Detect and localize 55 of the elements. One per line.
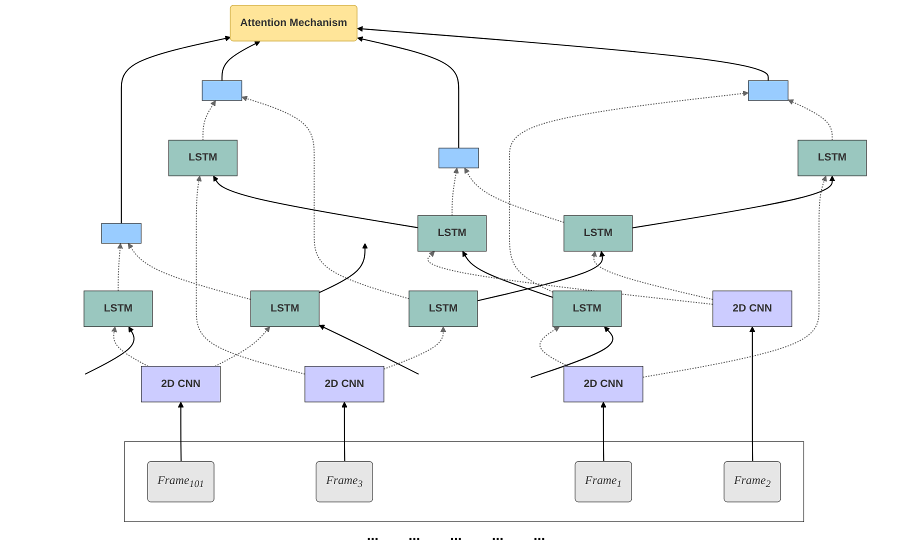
cluster — [124, 441, 804, 522]
arrow — [539, 326, 568, 367]
arrow — [508, 90, 749, 293]
arrow — [196, 176, 306, 375]
arrow — [213, 176, 418, 228]
ellipsis-label: ... — [408, 527, 420, 545]
ellipsis-label: ... — [450, 527, 462, 545]
node-box — [552, 290, 622, 327]
arrow — [749, 326, 756, 462]
ellipsis-label: ... — [534, 527, 546, 545]
arrow — [111, 326, 148, 367]
node-box — [84, 290, 153, 327]
arrow — [128, 243, 251, 300]
arrow — [452, 168, 459, 216]
arrow — [178, 402, 184, 462]
node-box — [748, 80, 788, 101]
node-box — [564, 215, 633, 252]
arrow — [84, 326, 135, 375]
arrow — [462, 250, 554, 298]
arrow — [214, 326, 270, 367]
arrow — [477, 250, 606, 302]
node-box — [438, 148, 479, 168]
arrow — [591, 250, 713, 300]
arrow — [600, 402, 606, 462]
arrow — [384, 326, 446, 370]
ellipsis-label: ... — [366, 527, 378, 545]
node-box — [250, 290, 320, 327]
flowchart: Attention Mechanism LSTM LSTM LSTM LSTM LSTM LSTM LSTM LSTM 2D CNN 2D CNN 2D CNN 2D CNN Frame$_{101}$ Frame$_{3}$ Frame$_{1}$ Frame$_{2}$ — [0, 0, 912, 527]
node-box — [168, 140, 238, 176]
node-box — [798, 140, 867, 176]
arrow — [357, 36, 460, 148]
node-box — [202, 80, 242, 101]
ellipsis-label: ... — [492, 527, 504, 545]
arrow — [428, 250, 713, 305]
node-box — [304, 366, 384, 402]
arrow — [242, 96, 410, 300]
node-box — [564, 366, 644, 402]
arrow — [318, 243, 368, 294]
node-box — [101, 223, 142, 244]
arrow — [632, 176, 836, 228]
node-box — [408, 290, 478, 327]
arrow — [120, 36, 231, 224]
arrow — [202, 100, 216, 140]
node-box — [418, 215, 487, 252]
arrow — [221, 41, 260, 81]
arrow — [318, 324, 419, 375]
arrow — [117, 243, 123, 291]
node-box — [140, 366, 221, 402]
arrow — [357, 26, 769, 81]
arrow — [642, 176, 827, 378]
arrow — [464, 168, 564, 223]
arrow — [530, 326, 614, 378]
arrow — [788, 99, 833, 140]
node-box — [712, 290, 792, 327]
arrow — [342, 402, 348, 462]
